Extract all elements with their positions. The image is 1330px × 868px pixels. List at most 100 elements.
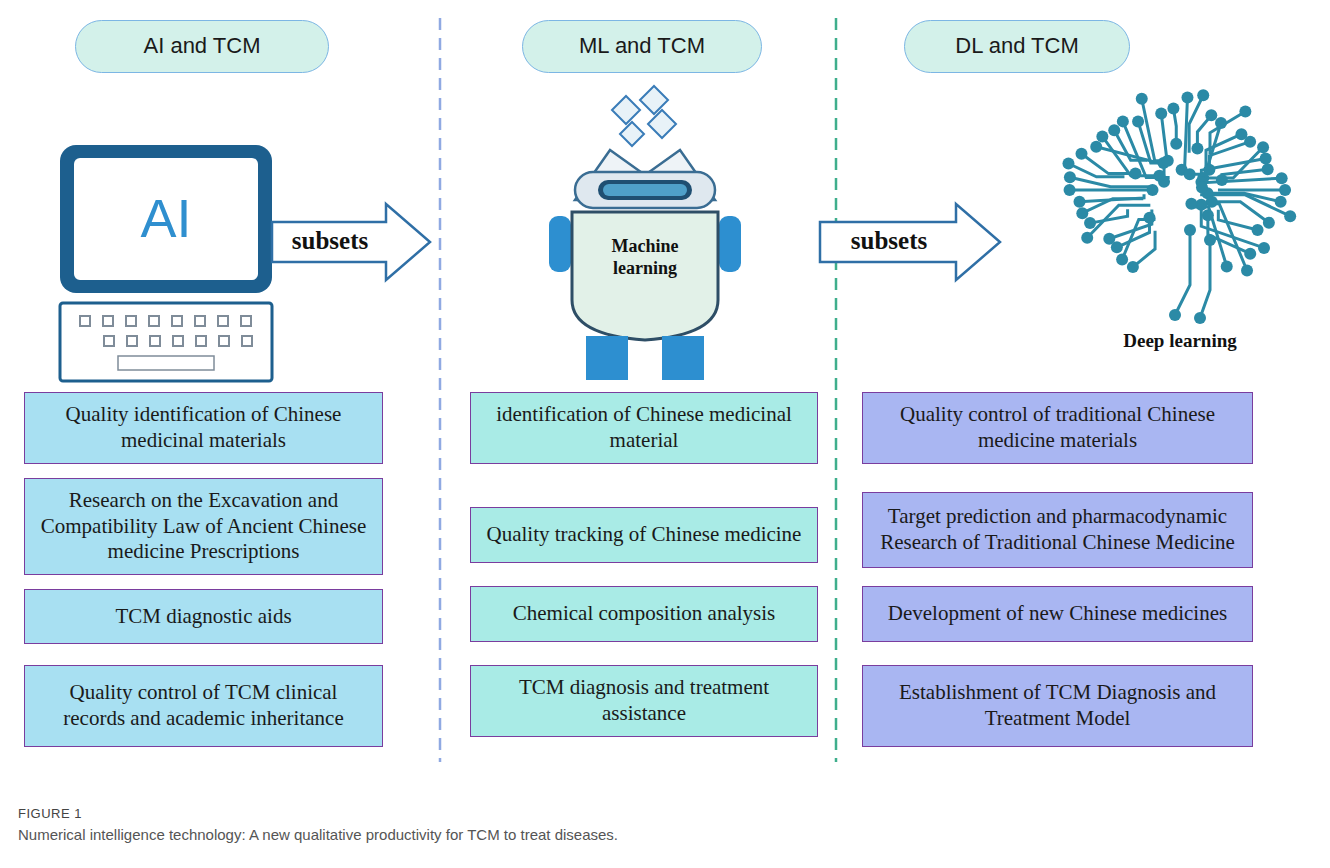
circuit-node xyxy=(1073,196,1085,208)
keyboard-key xyxy=(241,316,251,326)
circuit-trace xyxy=(1182,98,1188,170)
circuit-trace xyxy=(1218,189,1285,192)
column-header: AI and TCM xyxy=(75,20,329,73)
header-text: ML and TCM xyxy=(579,33,705,59)
screen-label: AI xyxy=(84,186,248,251)
box-text: Development of new Chinese medicines xyxy=(888,601,1227,627)
keyboard-key xyxy=(104,336,114,346)
circuit-node xyxy=(1244,248,1256,260)
circuit-trace xyxy=(1175,230,1190,315)
circuit-node xyxy=(1155,108,1167,120)
keyboard-key xyxy=(172,316,182,326)
circuit-node xyxy=(1084,217,1096,229)
topic-box: Target prediction and pharmacodynamic Re… xyxy=(862,492,1253,568)
keyboard-key xyxy=(242,336,252,346)
circuit-node xyxy=(1257,141,1269,153)
circuit-node xyxy=(1252,224,1264,236)
keyboard-key xyxy=(149,316,159,326)
circuit-node xyxy=(1197,89,1209,101)
topic-box: Research on the Excavation and Compatibi… xyxy=(24,478,383,575)
circuit-node xyxy=(1064,184,1076,196)
circuit-node xyxy=(1117,115,1129,127)
circuit-trace xyxy=(1070,189,1153,192)
box-text: Quality control of traditional Chinese m… xyxy=(877,402,1238,453)
circuit-trace xyxy=(1201,205,1264,248)
circuit-trace xyxy=(1200,240,1210,318)
circuit-node xyxy=(1136,93,1148,105)
box-text: Establishment of TCM Diagnosis and Treat… xyxy=(877,680,1238,731)
circuit-node xyxy=(1191,142,1203,154)
circuit-node xyxy=(1194,312,1206,324)
circuit-node xyxy=(1064,171,1076,183)
circuit-node xyxy=(1258,242,1270,254)
circuit-node xyxy=(1127,261,1139,273)
circuit-node xyxy=(1062,158,1074,170)
circuit-node xyxy=(1090,141,1102,153)
topic-box: Establishment of TCM Diagnosis and Treat… xyxy=(862,665,1253,747)
circuit-node xyxy=(1275,196,1287,208)
figure-caption: Numerical intelligence technology: A new… xyxy=(18,826,1308,844)
circuit-node xyxy=(1196,181,1208,193)
circuit-node xyxy=(1279,184,1291,196)
box-text: Research on the Excavation and Compatibi… xyxy=(39,488,368,565)
circuit-node xyxy=(1103,233,1115,245)
circuit-node xyxy=(1181,92,1193,104)
circuit-node xyxy=(1241,264,1253,276)
circuit-node xyxy=(1096,130,1108,142)
circuit-trace xyxy=(1191,204,1247,271)
circuit-node xyxy=(1284,210,1296,222)
icon-label: Deep learning xyxy=(1080,330,1280,353)
topic-box: Quality tracking of Chinese medicine xyxy=(470,507,818,563)
circuit-node xyxy=(1263,217,1275,229)
circuit-trace xyxy=(1202,178,1282,187)
box-text: Chemical composition analysis xyxy=(513,601,775,627)
circuit-node xyxy=(1221,260,1233,272)
circuit-node xyxy=(1076,148,1088,160)
keyboard-key xyxy=(195,316,205,326)
header-text: AI and TCM xyxy=(144,33,261,59)
keyboard-key xyxy=(219,336,229,346)
topic-box: Quality control of TCM clinical records … xyxy=(24,665,383,747)
box-text: TCM diagnosis and treatment assistance xyxy=(485,675,803,726)
circuit-node xyxy=(1260,152,1272,164)
circuit-node xyxy=(1185,198,1197,210)
keyboard-key xyxy=(150,336,160,346)
topic-box: Development of new Chinese medicines xyxy=(862,586,1253,642)
brain-circuit-icon xyxy=(1062,89,1296,324)
keyboard-key xyxy=(218,316,228,326)
circuit-node xyxy=(1215,117,1227,129)
topic-box: Quality identification of Chinese medici… xyxy=(24,392,383,464)
circuit-node xyxy=(1162,155,1174,167)
keyboard-key xyxy=(103,316,113,326)
circuit-trace xyxy=(1087,205,1150,238)
topic-box: Quality control of traditional Chinese m… xyxy=(862,392,1253,464)
circuit-trace xyxy=(1079,194,1144,202)
circuit-node xyxy=(1169,309,1181,321)
box-text: Target prediction and pharmacodynamic Re… xyxy=(877,504,1238,555)
circuit-node xyxy=(1116,253,1128,265)
column-divider xyxy=(439,18,442,762)
circuit-trace xyxy=(1117,218,1150,248)
circuit-node xyxy=(1262,163,1274,175)
circuit-node xyxy=(1206,196,1218,208)
box-text: Quality tracking of Chinese medicine xyxy=(487,522,802,548)
circuit-node xyxy=(1167,103,1179,115)
subset-arrow xyxy=(272,204,430,280)
box-text: Quality control of TCM clinical records … xyxy=(39,680,368,731)
topic-box: TCM diagnosis and treatment assistance xyxy=(470,665,818,737)
keyboard-key xyxy=(196,336,206,346)
keyboard-key xyxy=(173,336,183,346)
circuit-node xyxy=(1239,106,1251,118)
circuit-node xyxy=(1184,168,1196,180)
circuit-trace xyxy=(1070,177,1151,186)
circuit-node xyxy=(1205,109,1217,121)
circuit-node xyxy=(1202,209,1214,221)
circuit-node xyxy=(1144,212,1156,224)
box-text: TCM diagnostic aids xyxy=(115,604,291,630)
circuit-node xyxy=(1076,207,1088,219)
arrow-label: subsets xyxy=(824,226,954,256)
circuit-trace xyxy=(1090,209,1128,223)
keyboard-key xyxy=(126,316,136,326)
circuit-node xyxy=(1204,234,1216,246)
column-divider xyxy=(835,18,838,762)
